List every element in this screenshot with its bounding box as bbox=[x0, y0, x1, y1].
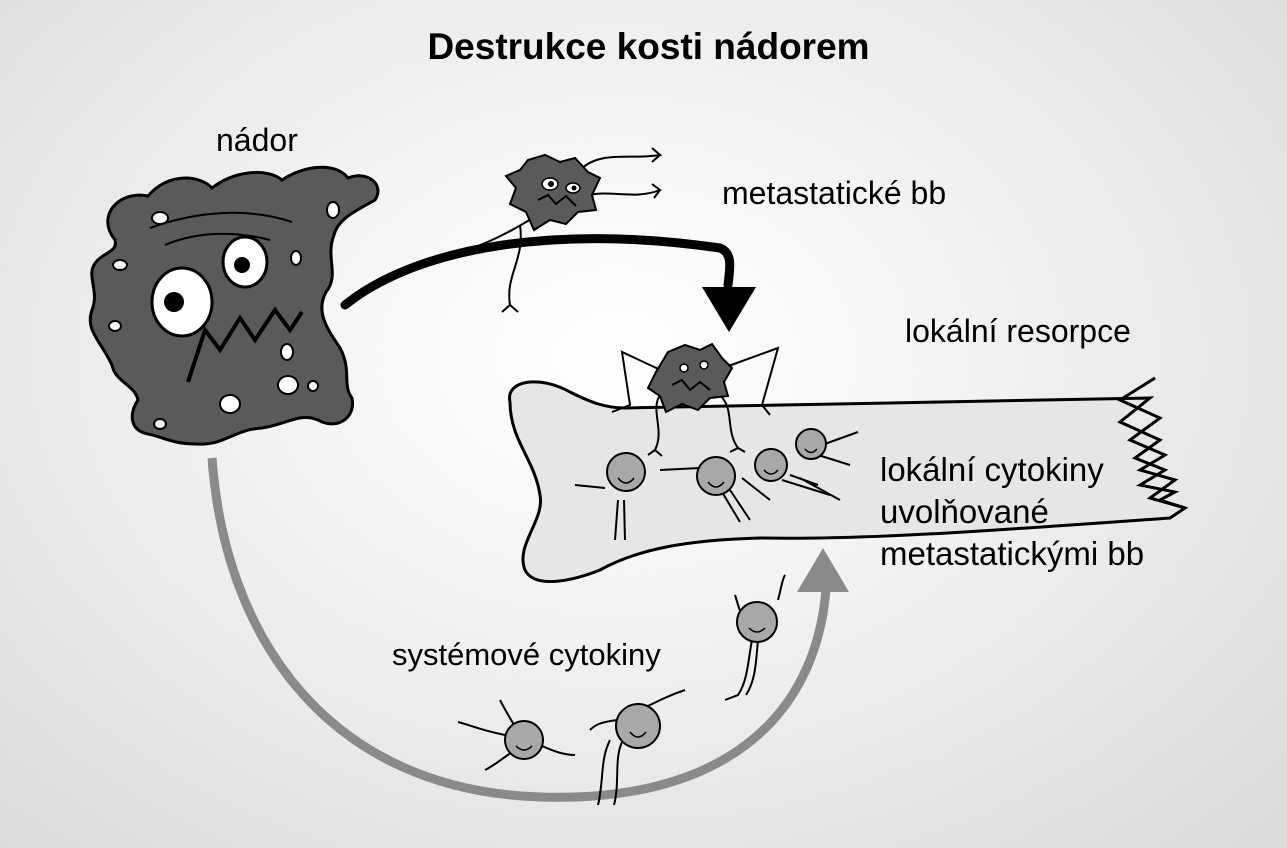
bone bbox=[508, 376, 1189, 584]
metastatic-cell-flying bbox=[447, 147, 663, 313]
systemic-pathway-arrow bbox=[207, 457, 831, 802]
label-metastatic-cells: metastatické bb bbox=[722, 175, 947, 211]
label-local-resorption: lokální resorpce bbox=[905, 313, 1131, 349]
tumor-cell bbox=[88, 165, 380, 446]
systemic-cytokines-group bbox=[457, 574, 786, 806]
local-cytokines-group bbox=[574, 428, 859, 541]
label-systemic-cytokines: systémové cytokiny bbox=[392, 637, 661, 672]
systemic-arrowhead bbox=[797, 548, 849, 592]
metastasis-arrowhead bbox=[702, 287, 756, 332]
label-tumor: nádor bbox=[216, 122, 298, 158]
label-local-cytokines-line-2: uvolňované bbox=[880, 493, 1049, 530]
diagram-title: Destrukce kosti nádorem bbox=[427, 26, 870, 67]
label-local-cytokines-line-3: metastatickými bb bbox=[880, 535, 1145, 572]
label-local-cytokines: lokální cytokiny uvolňované metastatický… bbox=[880, 449, 1144, 575]
metastasis-arrow bbox=[340, 234, 735, 310]
label-local-cytokines-line-1: lokální cytokiny bbox=[880, 451, 1104, 488]
metastatic-cell-on-bone bbox=[611, 342, 780, 457]
